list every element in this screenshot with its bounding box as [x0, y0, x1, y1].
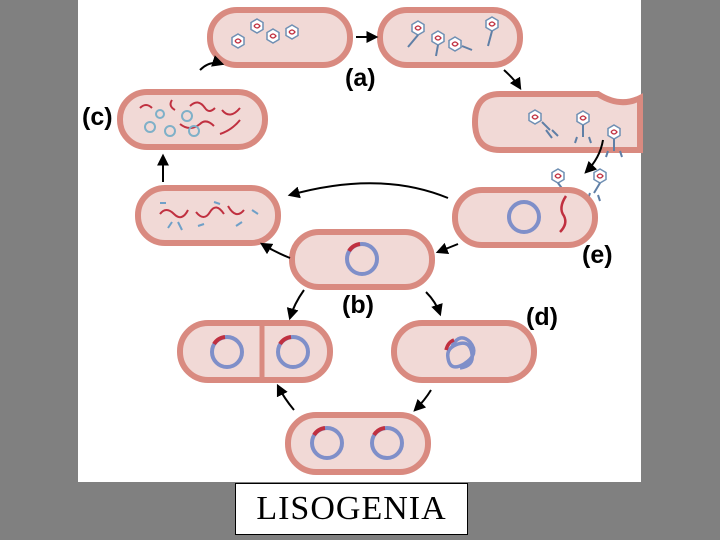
label-e: (e)	[582, 241, 613, 269]
dna-fragments	[139, 99, 241, 137]
bacterium-icon	[289, 229, 435, 290]
bacterium-icon	[471, 91, 643, 153]
circular-dna-icon	[210, 335, 310, 369]
label-b: (b)	[342, 291, 374, 319]
bacterium-icon	[207, 7, 353, 68]
label-c: (c)	[82, 103, 113, 131]
arrow-icon	[157, 31, 604, 412]
bacterium-icon	[452, 187, 598, 248]
circular-dna-icon	[444, 336, 476, 370]
phage-icon	[407, 16, 499, 57]
dna-fragments	[159, 201, 259, 231]
label-d: (d)	[526, 303, 558, 331]
circular-dna-icon	[310, 426, 404, 460]
circular-dna-icon	[345, 242, 379, 276]
circular-dna-icon	[507, 195, 568, 234]
bacterium-icon	[391, 320, 537, 383]
page-title: LISOGENIA	[256, 490, 447, 527]
title-box: LISOGENIA	[235, 483, 468, 535]
label-a: (a)	[345, 64, 376, 92]
bacterium-icon	[285, 412, 431, 475]
bacterium-icon	[117, 89, 268, 150]
bacterium-icon	[377, 7, 523, 68]
